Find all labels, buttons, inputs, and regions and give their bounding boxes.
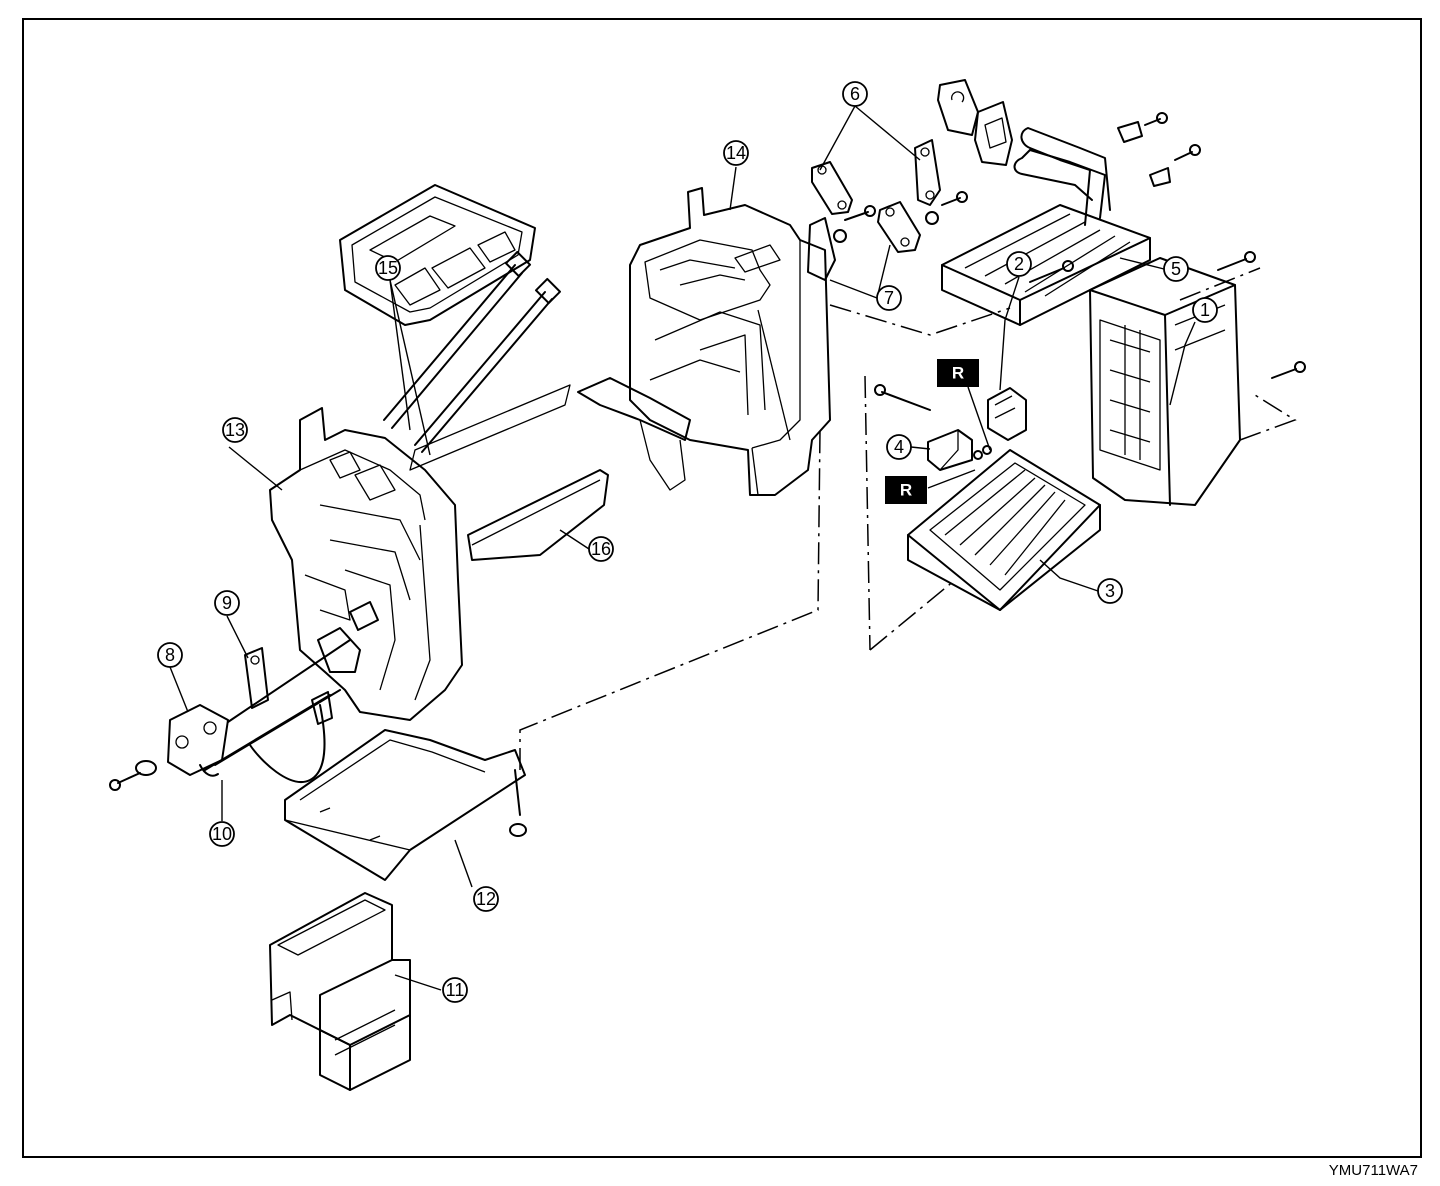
svg-text:1: 1 [1200, 300, 1210, 320]
callout-14: 14 [723, 140, 749, 166]
svg-text:16: 16 [591, 539, 611, 559]
svg-text:7: 7 [884, 288, 894, 308]
svg-text:13: 13 [225, 420, 245, 440]
replace-mark-lower: R [885, 476, 927, 504]
callout-5: 5 [1163, 256, 1189, 282]
part-7-link-drawing [807, 201, 939, 281]
part-11-duct-drawing [269, 892, 411, 1091]
callout-7: 7 [876, 285, 902, 311]
svg-text:3: 3 [1105, 581, 1115, 601]
figure-code: YMU711WA7 [1328, 1162, 1418, 1179]
svg-text:9: 9 [222, 593, 232, 613]
svg-text:10: 10 [212, 824, 232, 844]
callout-4: 4 [886, 434, 912, 460]
svg-text:R: R [900, 481, 912, 500]
part-4-sensor-drawing [874, 384, 992, 471]
part-13-left-case-drawing [269, 407, 463, 721]
part-6-lever-drawing [811, 139, 968, 221]
callout-16: 16 [588, 536, 614, 562]
part-3-evaporator-drawing [864, 375, 1101, 651]
svg-text:R: R [952, 364, 964, 383]
svg-text:5: 5 [1171, 259, 1181, 279]
callout-10: 10 [209, 821, 235, 847]
svg-text:11: 11 [446, 980, 465, 1000]
heater-seals [937, 79, 1201, 187]
part-1-screws [1217, 251, 1306, 379]
callout-1: 1 [1192, 297, 1218, 323]
replace-mark-upper: R [937, 359, 979, 387]
callout-9: 9 [214, 590, 240, 616]
callout-15: 15 [375, 255, 401, 281]
svg-text:2: 2 [1014, 254, 1024, 274]
part-8-9-10-linkage-drawing [109, 639, 351, 791]
callout-13: 13 [222, 417, 248, 443]
callout-11: 11 [442, 977, 468, 1003]
seal-frame-drawing [339, 184, 536, 326]
part-5-heater-core-drawing [829, 127, 1151, 336]
callout-8: 8 [157, 642, 183, 668]
svg-text:15: 15 [378, 258, 398, 278]
callout-2: 2 [1006, 251, 1032, 277]
callout-3: 3 [1097, 578, 1123, 604]
svg-text:4: 4 [894, 437, 904, 457]
part-15-rods-drawing [383, 250, 571, 471]
part-14-center-case-drawing [577, 187, 831, 496]
diagram-frame [22, 18, 1422, 1158]
svg-text:8: 8 [165, 645, 175, 665]
part-1-case-drawing [1089, 257, 1297, 506]
part-2-bracket-drawing [987, 260, 1074, 441]
leader-lines [169, 105, 1196, 991]
part-16-flap-drawing [467, 469, 609, 561]
svg-text:14: 14 [726, 143, 746, 163]
svg-text:6: 6 [850, 84, 860, 104]
callout-12: 12 [473, 886, 499, 912]
part-12-lower-case-drawing [284, 429, 821, 881]
svg-text:12: 12 [476, 889, 496, 909]
callout-6: 6 [842, 81, 868, 107]
